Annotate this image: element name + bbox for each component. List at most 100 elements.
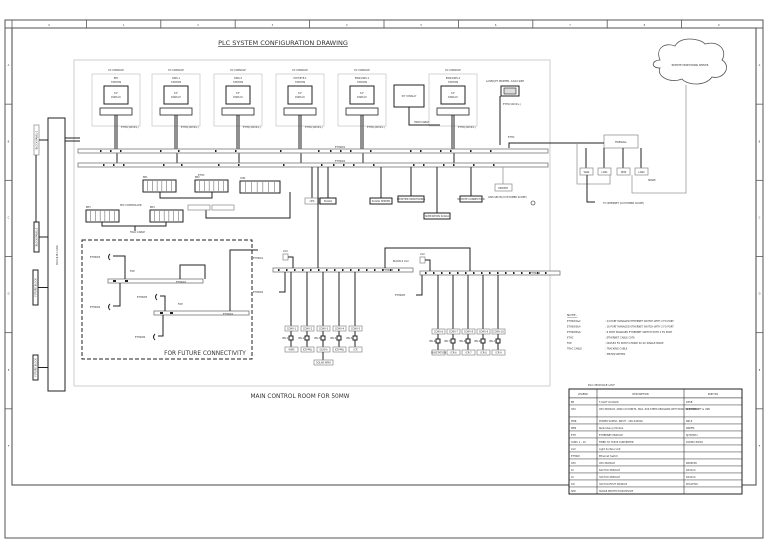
row-label-left: C bbox=[8, 216, 10, 219]
switch-port bbox=[481, 272, 483, 274]
table-header-cell: LEGEND bbox=[578, 393, 588, 396]
switch-port bbox=[302, 269, 304, 271]
bus-port bbox=[450, 150, 452, 152]
bus-port bbox=[100, 150, 102, 152]
connector-bracket-icon bbox=[108, 253, 111, 261]
note-text: : 16 PORT MANAGED ETHERNET SWITCH WITH 2… bbox=[605, 326, 674, 329]
io-module-2 bbox=[211, 204, 235, 211]
keyboard-icon bbox=[159, 107, 193, 116]
bus-port bbox=[453, 164, 455, 166]
block-label: INV-4 bbox=[330, 337, 337, 340]
lan-device-box bbox=[459, 195, 483, 203]
lan-device-label: UPS bbox=[310, 200, 315, 203]
bus-port bbox=[423, 164, 425, 166]
bus-port bbox=[490, 150, 492, 152]
console-header: PC CONSOLE bbox=[354, 69, 370, 72]
converter-label: CONV-5 bbox=[351, 328, 361, 331]
left-panel-4: FUTURE BLOCK bbox=[32, 354, 48, 381]
display-size: 32" bbox=[360, 92, 364, 95]
block-label: INV-3 bbox=[314, 337, 321, 340]
keyboard-icon bbox=[221, 107, 255, 116]
bus-port bbox=[350, 150, 352, 152]
bus-port bbox=[370, 150, 372, 152]
future-switch-2-label: ETHSW2 bbox=[223, 313, 234, 316]
legend-cell: RPM bbox=[571, 427, 576, 430]
panel-label: BLOCK PANEL-2 bbox=[36, 227, 39, 246]
table-header-cell: DESCRIPTION bbox=[632, 393, 648, 396]
future-link: ETHSW5 bbox=[137, 293, 158, 301]
note-key: ETHSW3&4 bbox=[567, 326, 581, 329]
drawing-title: PLC SYSTEM CONFIGURATION DRAWING bbox=[218, 39, 348, 47]
switch-port bbox=[366, 269, 368, 271]
converter-icon bbox=[304, 335, 310, 341]
row-label-right: F bbox=[759, 445, 761, 448]
rack-label: BP1 bbox=[143, 176, 148, 179]
port-box bbox=[597, 167, 612, 176]
console-4: PC CONSOLEHIST/PTP-1STATION32"DISPLAYETH… bbox=[275, 69, 325, 163]
converter-icon bbox=[495, 338, 501, 344]
future-link-label: ETHSW3 bbox=[90, 256, 101, 259]
display-label: DISPLAY bbox=[448, 96, 458, 99]
description-cell: Ethernet Switch bbox=[599, 455, 618, 458]
description-cell: 32CH OUTPUT MODULE bbox=[599, 483, 628, 486]
switch-port bbox=[326, 269, 328, 271]
io-module-1 bbox=[187, 204, 211, 211]
station-name: HIST/PTP-1 bbox=[294, 77, 307, 80]
device-label: SUBSTATION bbox=[431, 352, 446, 355]
large-display: 50" DISPLAY HDMI CABLE bbox=[393, 84, 440, 126]
switch-port bbox=[521, 272, 523, 274]
switch-port bbox=[457, 272, 459, 274]
note-text: : 24 PORT MANAGED ETHERNET SWITCH WITH 2… bbox=[605, 320, 674, 323]
note-text: : DUPLEX FO PATCH CHORD SC-SC SINGLE MOD… bbox=[605, 342, 664, 345]
note-text: : 8 PORT MANAGED ETHERNET SWITCH WITH 2 … bbox=[605, 331, 673, 334]
part-no-cell: DCONV-TCP/IO bbox=[686, 441, 703, 444]
connector-bracket-icon bbox=[153, 333, 156, 341]
cloud-label: REMOTE MONITORING SERVER bbox=[672, 64, 709, 67]
monitor-icon bbox=[349, 85, 375, 105]
module-list-title: PLC MODULE LIST bbox=[588, 383, 615, 387]
column-label: 0 bbox=[48, 24, 50, 27]
lsu-box bbox=[282, 253, 289, 261]
lan-device: WEATHER MONITORING bbox=[397, 167, 425, 203]
switch-port bbox=[545, 272, 547, 274]
firewall-box bbox=[603, 134, 639, 149]
switch-port bbox=[286, 269, 288, 271]
switch-port bbox=[334, 269, 336, 271]
rack-cable bbox=[101, 222, 167, 227]
notes-title: NOTE:- bbox=[567, 313, 577, 317]
future-cable bbox=[113, 283, 121, 307]
future-cable bbox=[113, 255, 126, 279]
plc-rack-bp1: BP1 bbox=[142, 176, 177, 193]
bus-2-label: ETHSW2 bbox=[335, 160, 346, 163]
block-label: INV-5 bbox=[346, 337, 353, 340]
note-text: : 3M/5M/10MTRS bbox=[605, 353, 626, 356]
description-cell: FIBER TO TCP/IP CONVERTER bbox=[599, 441, 634, 444]
converter-label: CONV-1 bbox=[287, 328, 297, 331]
device-box bbox=[332, 346, 347, 353]
console-5: PC CONSOLEEWS/OWS-1STATION32"DISPLAYETHC… bbox=[337, 69, 387, 163]
description-cell: SURGE PROTECTION DEVICE bbox=[599, 490, 634, 493]
legend-cell: LSU bbox=[571, 448, 576, 451]
device-label: SCADA bbox=[319, 349, 328, 352]
keyboard-icon bbox=[436, 107, 470, 116]
console-group: PC CONSOLEPPCSTATION32"DISPLAYETHC(10mtr… bbox=[91, 69, 478, 163]
switch-port bbox=[497, 272, 499, 274]
description-cell: ETHERNET MODULE bbox=[599, 434, 623, 437]
bus-port bbox=[280, 150, 282, 152]
port-box bbox=[634, 167, 649, 176]
description-cell: POWER SUPPLY, INPUT : 100-240VAC bbox=[599, 420, 643, 423]
console-header: PC CONSOLE bbox=[108, 69, 124, 72]
port-label: WAN bbox=[584, 171, 590, 174]
column-label: 1 bbox=[123, 24, 125, 27]
part-no-cell: R08PCPU bbox=[686, 408, 697, 411]
legend-cell: CONV 1 - 10 bbox=[571, 441, 586, 444]
station-name: EWS/OWS-1 bbox=[355, 77, 370, 80]
switch-port bbox=[294, 269, 296, 271]
note-key: FOP bbox=[567, 342, 572, 345]
display-size: 32" bbox=[114, 92, 118, 95]
rack-label: BP4 bbox=[150, 206, 155, 209]
future-switch-1-label: ETHSW1 bbox=[176, 281, 187, 284]
